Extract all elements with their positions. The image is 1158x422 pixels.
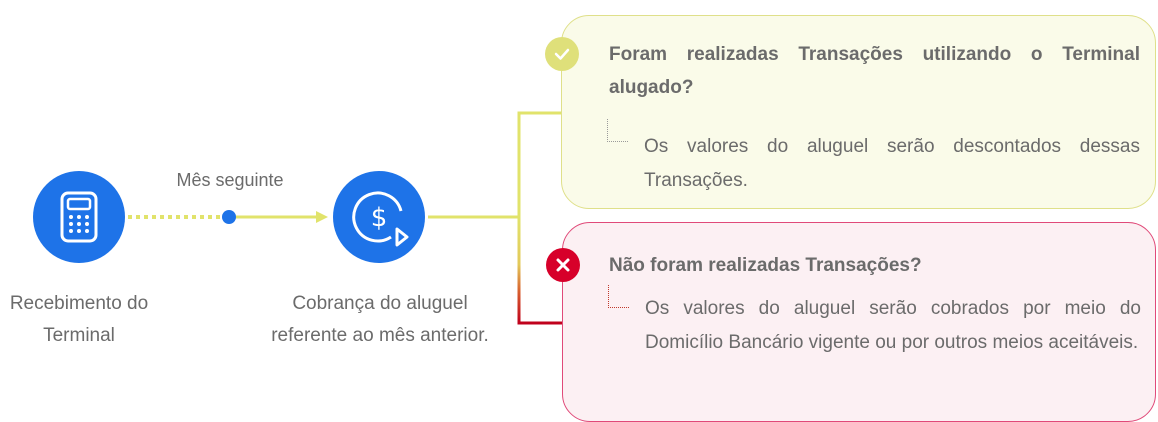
receive-terminal-label: Recebimento do Terminal <box>9 293 149 346</box>
outcome-yes-detail: Os valores do aluguel serão descontados … <box>644 136 1140 191</box>
check-badge <box>545 37 579 71</box>
cross-badge <box>546 248 580 282</box>
outcome-yes-bracket <box>607 119 628 142</box>
branch-bottom <box>517 217 563 325</box>
outcome-no-card: Não foram realizadas Transações? Os valo… <box>562 222 1156 422</box>
arrowhead <box>316 211 328 223</box>
outcome-yes-card: Foram realizadas Transações utilizando o… <box>561 15 1156 209</box>
outcome-no-question: Não foram realizadas Transações? <box>609 255 922 276</box>
dollar-cycle-icon: $ <box>352 191 409 247</box>
charge-rent-label: Cobrança do aluguel referente ao mês ant… <box>271 293 489 346</box>
svg-text:$: $ <box>371 203 388 233</box>
outcome-yes-question: Foram realizadas Transações utilizando o… <box>609 44 1140 98</box>
connector-lines <box>128 111 563 325</box>
branch-top <box>517 111 561 217</box>
card-terminal-icon <box>60 191 98 243</box>
transition-label: Mês seguinte <box>176 170 284 190</box>
outcome-no-detail: Os valores do aluguel serão cobrados por… <box>645 298 1141 353</box>
transition-dot <box>222 210 236 224</box>
charge-step-icon: $ <box>333 171 425 263</box>
close-icon <box>556 258 570 272</box>
check-icon <box>554 48 570 60</box>
terminal-step-icon <box>33 171 125 263</box>
outcome-no-bracket <box>608 285 629 308</box>
